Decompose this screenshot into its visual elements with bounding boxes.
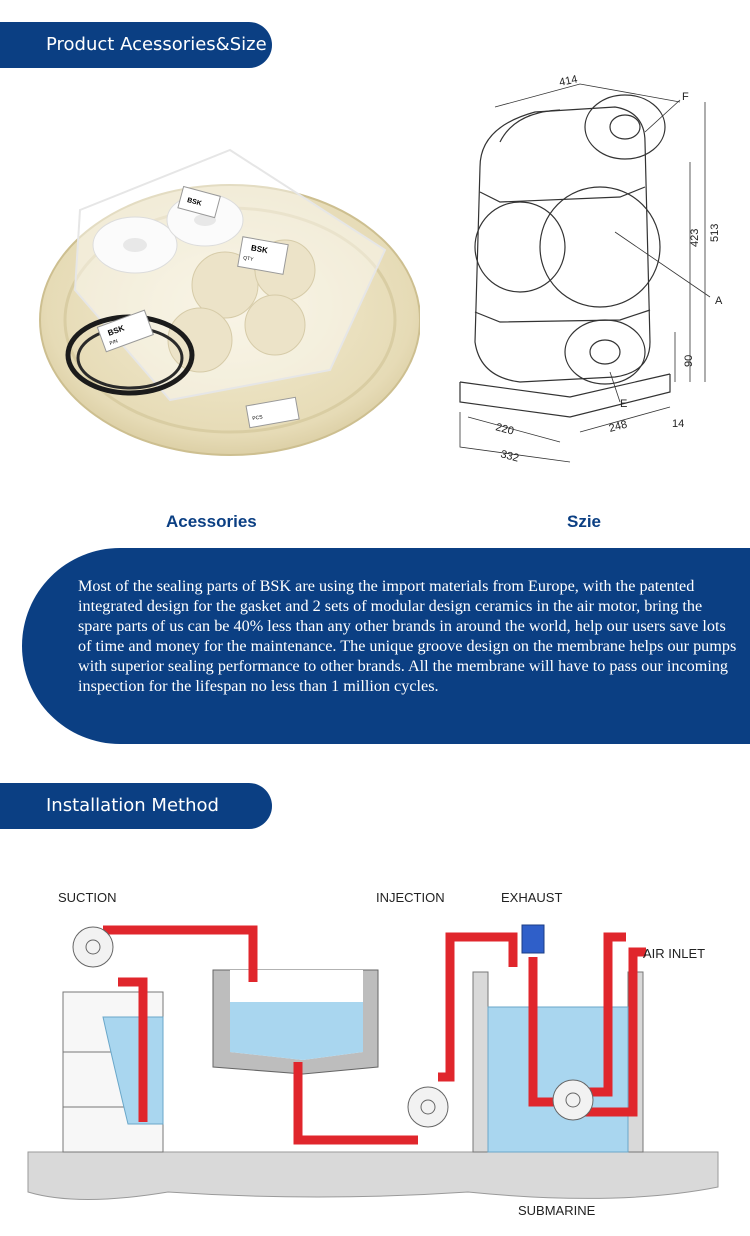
description-text: Most of the sealing parts of BSK are usi… (78, 577, 737, 695)
label-submarine: SUBMARINE (518, 1203, 596, 1218)
accessories-photo: BSK P/N BSK QTY BSK PCS (39, 148, 420, 456)
label-suction: SUCTION (58, 890, 117, 905)
section-tab-installation: Installation Method (0, 783, 272, 829)
dim-90: 90 (683, 355, 695, 367)
installation-diagram: SUCTION INJECTION EXHAUST AIR INLET SUBM… (27, 890, 719, 1218)
section-title: Product Acessories&Size (46, 34, 267, 55)
label-qty: QTY (243, 255, 255, 263)
dim-332: 332 (499, 448, 520, 464)
dim-220: 220 (494, 421, 515, 437)
label-air-inlet: AIR INLET (643, 946, 705, 961)
dim-label-f: F (682, 91, 689, 103)
dim-label-e: E (620, 398, 627, 410)
dim-423: 423 (689, 229, 701, 247)
caption-size: Szie (567, 512, 602, 531)
label-brand-3: BSK (186, 197, 202, 208)
label-injection: INJECTION (376, 890, 445, 905)
dim-248: 248 (608, 419, 629, 435)
label-pcs: PCS (252, 414, 264, 422)
section-title: Installation Method (46, 795, 219, 816)
dim-14: 14 (672, 418, 684, 430)
label-brand-2: BSK (250, 243, 268, 255)
section-tab-accessories-size: Product Acessories&Size (0, 22, 272, 68)
dim-414: 414 (558, 73, 578, 89)
size-drawing: 414 513 423 90 248 220 332 14 F A E (459, 73, 723, 465)
description-band (22, 548, 750, 744)
caption-accessories: Acessories (166, 512, 257, 531)
label-pn: P/N (109, 338, 119, 347)
dim-label-a: A (715, 295, 723, 307)
dim-513: 513 (709, 224, 721, 242)
label-exhaust: EXHAUST (501, 890, 562, 905)
